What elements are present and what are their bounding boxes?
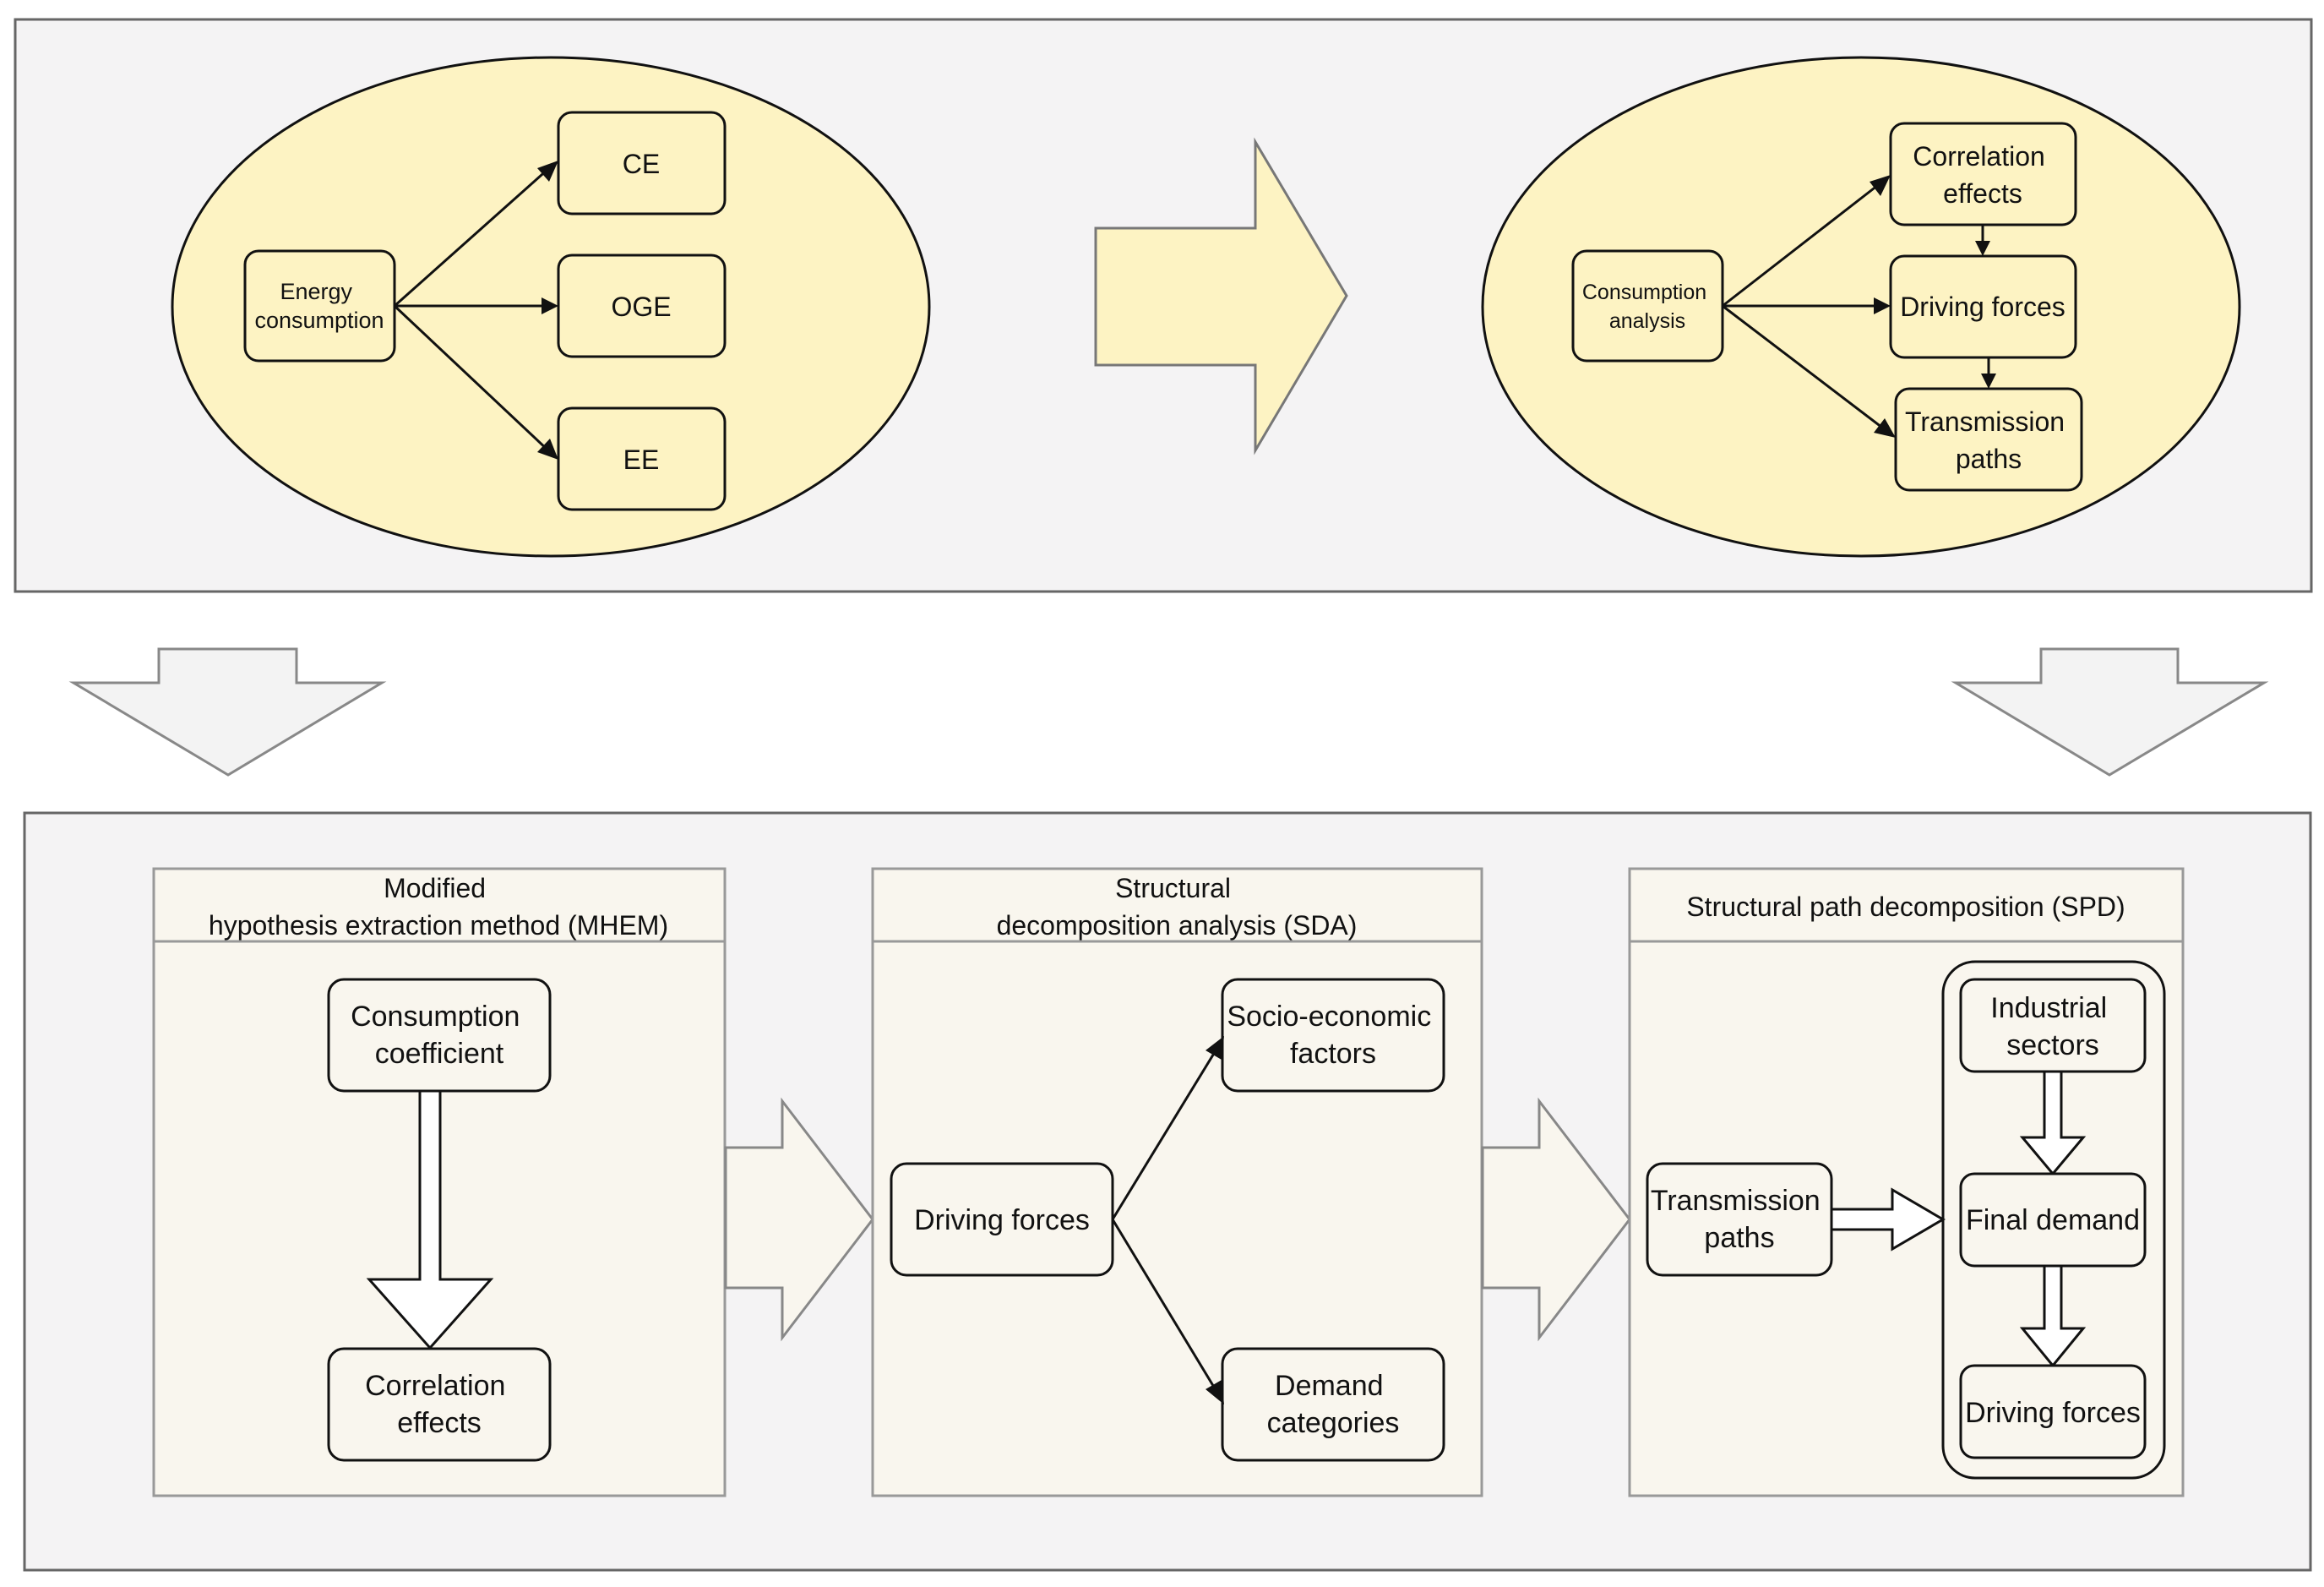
- ee-label: EE: [623, 444, 660, 475]
- industrial-to-final-demand-arrow: [2019, 1070, 2087, 1176]
- analysis-to-transmission-arrow: [1722, 304, 1896, 438]
- transmission-to-final-demand-arrow: [1830, 1187, 1946, 1252]
- ce-label: CE: [623, 149, 660, 179]
- sda-title: Structural decomposition analysis (SDA): [997, 873, 1358, 941]
- spd-title: Structural path decomposition (SPD): [1686, 892, 2125, 922]
- correlation-effects-label-bottom: Correlation effects: [365, 1370, 514, 1439]
- top-transition-arrow: [1094, 137, 1348, 455]
- ce-node: [557, 111, 727, 215]
- driving-forces-node-spd: [1959, 1364, 2147, 1459]
- down-arrow-right: [1951, 647, 2269, 777]
- mhem-title: Modified hypothesis extraction method (M…: [209, 873, 668, 941]
- mhem-to-sda-arrow: [724, 1097, 874, 1342]
- final-demand-to-driving-arrow: [2019, 1264, 2087, 1368]
- down-arrow-left: [68, 647, 387, 777]
- demand-categories-node: [1221, 1347, 1445, 1462]
- consumption-analysis-node: [1571, 249, 1724, 363]
- correlation-effects-label-top: Correlation effects: [1913, 141, 2052, 209]
- final-demand-label: Final demand: [1966, 1204, 2140, 1236]
- driving-to-demand-arrow: [1111, 1219, 1224, 1404]
- energy-consumption-label: Energy consumption: [254, 279, 384, 333]
- analysis-to-driving-arrow: [1723, 297, 1891, 314]
- energy-to-ce-arrow: [394, 161, 558, 308]
- sda-to-spd-arrow: [1481, 1097, 1631, 1342]
- energy-consumption-node: [243, 249, 396, 363]
- correlation-to-driving-arrow: [1975, 225, 1990, 256]
- oge-label: OGE: [611, 292, 671, 322]
- socio-economic-factors-label: Socio-economic factors: [1227, 1001, 1439, 1070]
- transmission-paths-label-top: Transmission paths: [1905, 406, 2072, 474]
- transmission-paths-node-top: [1894, 387, 2083, 492]
- consumption-coefficient-node: [327, 978, 552, 1093]
- driving-forces-node-top: [1889, 254, 2077, 359]
- industrial-sectors-label: Industrial sectors: [1990, 992, 2114, 1061]
- consumption-analysis-label: Consumption analysis: [1582, 281, 1712, 333]
- demand-categories-label: Demand categories: [1267, 1370, 1400, 1439]
- ee-node: [557, 406, 727, 511]
- correlation-effects-node-top: [1889, 122, 2077, 226]
- correlation-effects-node-bottom: [327, 1347, 552, 1462]
- transmission-paths-label-spd: Transmission paths: [1651, 1185, 1828, 1254]
- coefficient-to-correlation-arrow: [366, 1089, 494, 1350]
- driving-forces-label-sda: Driving forces: [914, 1204, 1090, 1236]
- consumption-coefficient-label: Consumption coefficient: [351, 1001, 528, 1070]
- driving-forces-label-top: Driving forces: [1900, 292, 2065, 322]
- energy-to-oge-arrow: [395, 297, 558, 314]
- driving-to-transmission-arrow: [1981, 357, 1996, 389]
- driving-forces-label-spd: Driving forces: [1965, 1397, 2141, 1429]
- transmission-paths-node-spd: [1646, 1162, 1833, 1277]
- analysis-to-correlation-arrow: [1722, 175, 1891, 308]
- socio-economic-factors-node: [1221, 978, 1445, 1093]
- energy-to-ee-arrow: [393, 304, 558, 460]
- driving-to-socio-arrow: [1111, 1036, 1224, 1220]
